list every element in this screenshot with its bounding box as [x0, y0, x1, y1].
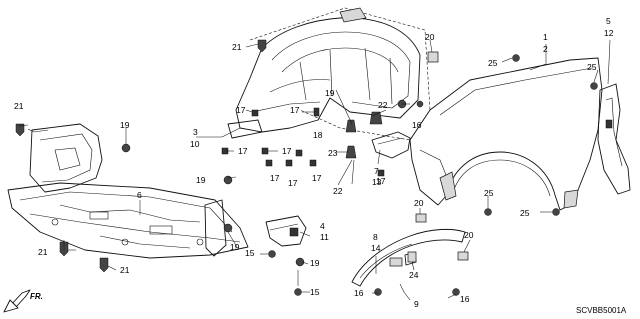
callout-19: 19 — [120, 120, 130, 130]
callout-3: 3 — [193, 127, 198, 137]
callout-18: 18 — [313, 130, 323, 140]
callout-22: 22 — [378, 100, 388, 110]
callout-20: 20 — [425, 32, 435, 42]
callout-16: 16 — [412, 120, 422, 130]
callout-23: 23 — [328, 148, 338, 158]
callout-19: 19 — [325, 88, 335, 98]
callout-17: 17 — [288, 178, 298, 188]
callout-21: 21 — [120, 265, 130, 275]
callout-16: 16 — [354, 288, 364, 298]
callout-4: 4 — [320, 221, 325, 231]
callout-21: 21 — [232, 42, 242, 52]
callout-17: 17 — [238, 146, 248, 156]
callout-17: 17 — [270, 173, 280, 183]
fasteners — [15, 39, 598, 296]
callout-19: 19 — [230, 242, 240, 252]
callout-5: 5 — [606, 16, 611, 26]
mud-guard-bracket-drawing — [371, 131, 411, 159]
callout-16: 16 — [460, 294, 470, 304]
callout-17: 17 — [236, 105, 246, 115]
callout-20: 20 — [464, 230, 474, 240]
callout-labels: 21 21 21 21 19 19 19 19 6 15 15 4 11 3 1… — [14, 16, 614, 309]
front-fender-drawing — [409, 57, 603, 211]
callout-19: 19 — [310, 258, 320, 268]
callout-17: 17 — [282, 146, 292, 156]
callout-21: 21 — [38, 247, 48, 257]
diagram-code: SCVBB5001A — [576, 306, 627, 315]
callout-12: 12 — [604, 28, 614, 38]
leader-lines — [17, 39, 611, 301]
callout-10: 10 — [190, 139, 200, 149]
front-under-cover-drawing — [7, 182, 249, 259]
callout-25: 25 — [488, 58, 498, 68]
callout-20: 20 — [414, 198, 424, 208]
inner-fender-liner-drawing — [227, 7, 431, 141]
callout-11: 11 — [320, 232, 329, 242]
callout-13: 13 — [372, 177, 382, 187]
callout-8: 8 — [373, 232, 378, 242]
callout-1: 1 — [543, 32, 548, 42]
callout-17: 17 — [290, 105, 300, 115]
callout-17: 17 — [376, 176, 386, 186]
callout-15: 15 — [310, 287, 320, 297]
callout-25: 25 — [520, 208, 530, 218]
callout-19: 19 — [196, 175, 206, 185]
fender-bracket-drawing — [597, 83, 631, 195]
splash-guard-bracket-drawing — [29, 123, 103, 193]
callout-21: 21 — [14, 101, 24, 111]
direction-label: FR. — [30, 292, 43, 301]
callout-9: 9 — [414, 299, 419, 309]
callout-6: 6 — [137, 190, 142, 200]
callout-24: 24 — [409, 270, 419, 280]
callout-22: 22 — [333, 186, 343, 196]
callout-15: 15 — [245, 248, 255, 258]
callout-7: 7 — [374, 166, 379, 176]
callout-17: 17 — [312, 173, 322, 183]
callout-25: 25 — [587, 62, 597, 72]
callout-25: 25 — [484, 188, 494, 198]
callout-2: 2 — [543, 44, 548, 54]
front-direction-arrow: FR. — [3, 289, 43, 313]
stay-bracket-drawing — [204, 199, 307, 257]
callout-14: 14 — [371, 243, 381, 253]
